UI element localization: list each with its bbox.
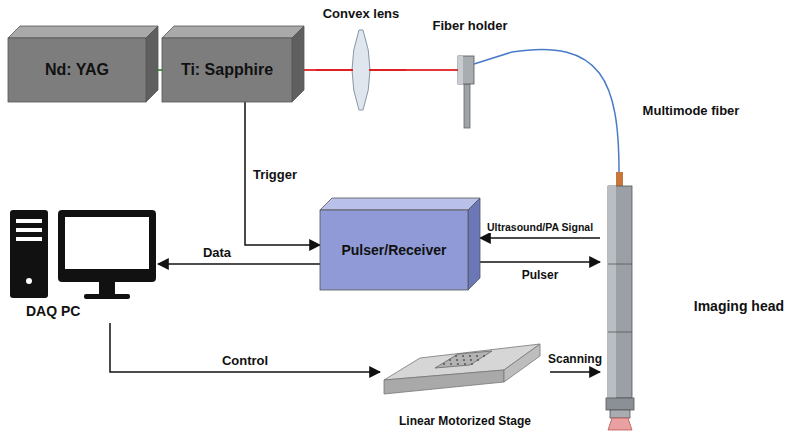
node-label: Linear Motorized Stage [399,414,531,428]
laser-box: Nd: YAG [8,26,158,102]
connector-label: Multimode fiber [641,103,742,118]
connector-label: Pulser [520,268,561,282]
node-label: Fiber holder [432,18,507,33]
connector-label: Scanning [546,352,604,366]
connector-label: Data [201,245,233,260]
illustration [428,18,512,130]
node-label: Ti: Sapphire [181,61,273,79]
connector-label: Trigger [251,166,299,181]
imaging-head: Imaging head [600,172,788,434]
motorized-stage: Linear Motorized Stage [380,332,550,432]
connector-label: Control [220,353,270,368]
lens: Convex lens [316,6,406,112]
connector [512,49,619,172]
connector [480,237,600,239]
connector [304,69,316,71]
connector [550,371,600,373]
node-label: Imaging head [694,298,784,314]
node-label: Pulser/Receiver [341,242,446,258]
connector [110,323,380,372]
node-label: Convex lens [323,6,400,21]
pulser-receiver-box: Pulser/Receiver [320,198,480,290]
connector [480,261,600,263]
connector-label: Ultrasound/PA Signal [485,221,595,233]
computer: DAQ PC [8,205,158,323]
connector [158,263,320,265]
node-label: DAQ PC [26,303,80,319]
illustration [316,6,406,112]
connector [406,69,428,71]
connector [245,102,320,245]
laser-box: Ti: Sapphire [162,26,304,102]
fiber-holder: Fiber holder [428,18,512,130]
connector [158,69,162,71]
node-label: Nd: YAG [45,61,109,79]
